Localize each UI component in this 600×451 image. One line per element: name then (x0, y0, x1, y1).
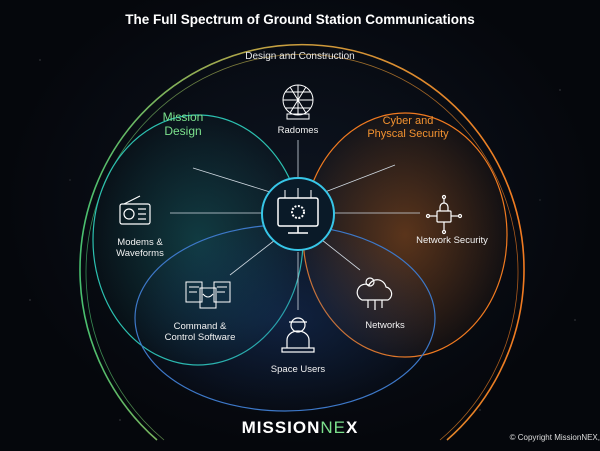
mission-design-line2: Design (164, 124, 202, 139)
modems-line1: Modems & (117, 237, 163, 248)
stars (29, 59, 576, 421)
cyber-security-label: Cyber and Physcal Security (348, 115, 468, 141)
modems-line2: Waveforms (116, 248, 164, 260)
design-construction-label: Design and Construction (245, 51, 355, 62)
page-title: The Full Spectrum of Ground Station Comm… (125, 12, 475, 27)
modems-label: Modems & Waveforms (95, 237, 185, 260)
design-construction-ring-inner (85, 53, 519, 441)
logo-part1: MISSION (241, 418, 321, 437)
connector-lines (170, 140, 420, 310)
copyright: © Copyright MissionNEX, (509, 433, 600, 442)
networks-label: Networks (365, 320, 405, 331)
radome-icon (282, 84, 314, 120)
cyber-security-line1: Cyber and (382, 115, 434, 127)
command-control-label: Command & Control Software (150, 321, 250, 344)
logo-part3: X (346, 418, 359, 437)
command-control-line2: Control Software (164, 332, 236, 344)
logo-part2: NE (320, 418, 347, 437)
missionnex-logo: MISSIONNEX (200, 418, 400, 438)
lock-network-icon (425, 194, 463, 235)
network-security-label: Network Security (416, 235, 488, 246)
cyber-security-line2: Physcal Security (367, 128, 449, 141)
cloud-network-icon (356, 277, 393, 310)
design-construction-ring (79, 43, 525, 441)
control-software-icon (185, 281, 231, 309)
radio-icon (119, 195, 151, 225)
mission-design-label: Mission Design (133, 110, 233, 139)
mission-design-line1: Mission (162, 110, 204, 124)
central-hub-icon (261, 177, 335, 251)
command-control-line1: Command & (173, 321, 227, 332)
space-users-label: Space Users (270, 364, 326, 375)
space-user-icon (281, 317, 315, 353)
radomes-label: Radomes (277, 125, 319, 136)
